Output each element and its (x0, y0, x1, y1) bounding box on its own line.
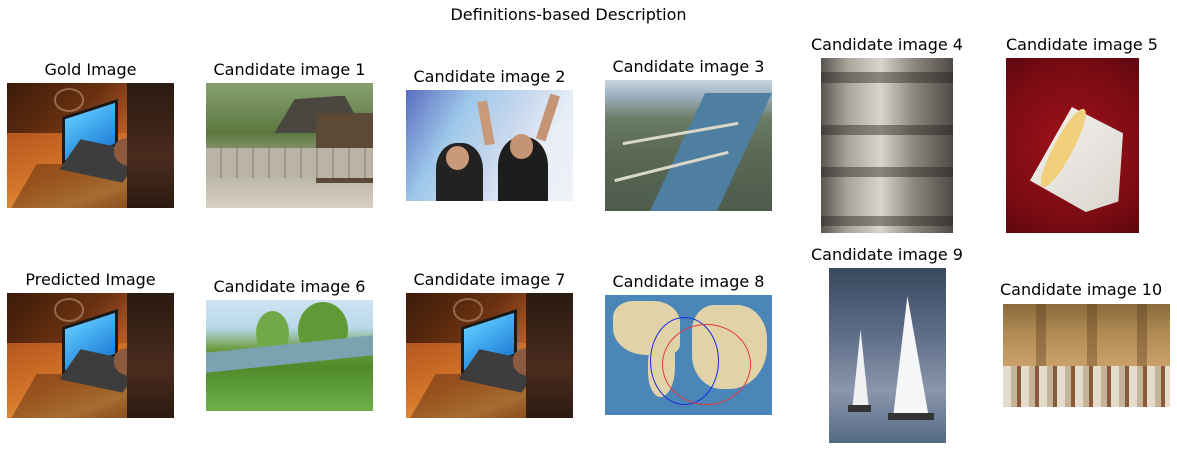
candidate-2-image (406, 90, 573, 201)
candidate-2-title: Candidate image 2 (413, 67, 566, 86)
candidate-3-image (605, 80, 772, 211)
candidate-10-image (1003, 304, 1170, 407)
candidate-10-title: Candidate image 10 (1000, 280, 1163, 299)
candidate-9-image (829, 268, 946, 443)
candidate-5-image (1006, 58, 1139, 233)
candidate-8-image (605, 295, 772, 415)
candidate-3-title: Candidate image 3 (612, 57, 765, 76)
figure-title: Definitions-based Description (450, 5, 687, 24)
candidate-8-title: Candidate image 8 (612, 272, 765, 291)
candidate-6-title: Candidate image 6 (213, 277, 366, 296)
candidate-6-image (206, 300, 373, 411)
gold-image-title: Gold Image (44, 60, 137, 79)
candidate-5-title: Candidate image 5 (1006, 35, 1158, 54)
candidate-4-image (821, 58, 953, 233)
predicted-image-title: Predicted Image (25, 270, 156, 289)
candidate-7-title: Candidate image 7 (413, 270, 566, 289)
gold-image (7, 83, 174, 208)
candidate-4-title: Candidate image 4 (811, 35, 963, 54)
predicted-image (7, 293, 174, 418)
candidate-7-image (406, 293, 573, 418)
candidate-1-title: Candidate image 1 (213, 60, 366, 79)
candidate-9-title: Candidate image 9 (811, 245, 963, 264)
candidate-1-image (206, 83, 373, 208)
